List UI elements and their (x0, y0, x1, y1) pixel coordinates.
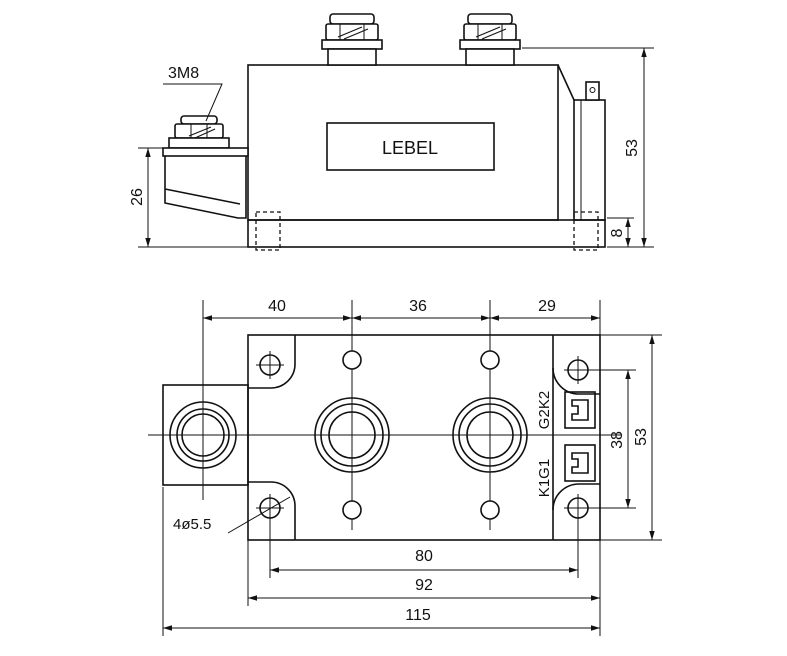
side-view: LEBEL 3M8 53 8 26 (129, 13, 654, 251)
gate-label-lower: K1G1 (536, 459, 553, 497)
dim-hole-spacing-vertical: 38 (609, 431, 626, 449)
main-terminal-1-middle (320, 403, 384, 467)
gate-connector-lower (564, 444, 596, 482)
hole-callout-leader (227, 496, 291, 534)
dim-pitch-3: 29 (538, 298, 556, 315)
main-terminal-2-inner (466, 411, 514, 459)
left-terminal-ring-inner (181, 413, 225, 457)
terminal-block (164, 156, 247, 219)
thread-leader (163, 83, 223, 122)
nut-cap (329, 13, 375, 25)
dim-hole-spacing-horizontal: 80 (415, 548, 433, 565)
screw-hole (480, 500, 500, 520)
gate-pin-hole (589, 87, 596, 93)
screw-hole (342, 500, 362, 520)
main-terminal-1-outer (314, 397, 390, 473)
nut-hatch (475, 26, 501, 38)
dim-base-height: 8 (609, 228, 626, 237)
main-terminal-1-inner (328, 411, 376, 459)
screw-hole (480, 350, 500, 370)
label-plate-text: LEBEL (382, 138, 438, 158)
nut-hex (325, 23, 379, 41)
dim-width: 53 (633, 428, 650, 446)
left-terminal-ring-middle (176, 408, 230, 462)
housing-ear-top-left (248, 335, 296, 389)
left-terminal (162, 115, 249, 219)
nut-hatch (194, 128, 216, 139)
terminal-flange (162, 147, 249, 157)
gate-pin (585, 81, 600, 101)
label-plate (326, 122, 495, 171)
terminal-stem (465, 48, 515, 66)
left-terminal-block (162, 384, 249, 486)
main-terminal-2-outer (452, 397, 528, 473)
gate-housing-slope (557, 64, 575, 101)
mounting-plate (247, 334, 601, 541)
nut-hatch (337, 26, 363, 38)
screw-hole (342, 350, 362, 370)
terminal-slant-line (164, 188, 241, 205)
main-terminal-2-middle (458, 403, 522, 467)
nut-hex (463, 23, 517, 41)
mounting-bolt-hidden-left (255, 211, 281, 251)
nut-washer (321, 39, 383, 50)
dim-total-height: 53 (624, 139, 641, 157)
nut-hatch (188, 126, 212, 137)
housing-ear-bottom-left (248, 481, 296, 540)
left-terminal-ring-outer (169, 401, 237, 469)
terminal-stem (327, 48, 377, 66)
thread-label: 3M8 (168, 65, 199, 82)
housing-ear-top-right (552, 367, 600, 395)
mounting-bolt-hidden-right (573, 211, 599, 251)
nut-cap (180, 115, 218, 125)
dim-plate-length: 92 (415, 577, 433, 594)
dim-pitch-1: 40 (268, 298, 286, 315)
terminal-nut-2 (459, 13, 521, 66)
nut-hatch (343, 28, 369, 40)
hole-callout: 4ø5.5 (173, 516, 211, 533)
nut-washer (168, 137, 230, 149)
terminal-nut-1 (321, 13, 383, 66)
nut-washer (459, 39, 521, 50)
dim-terminal-height: 26 (129, 188, 146, 206)
base-plate (247, 219, 606, 248)
gate-housing (573, 99, 606, 221)
nut-cap (467, 13, 513, 25)
gate-label-upper: G2K2 (536, 391, 553, 429)
gate-connector-upper-socket (571, 399, 589, 421)
dim-total-length: 115 (405, 607, 431, 624)
plan-view: G2K2 K1G1 40 36 29 53 38 4ø5.5 80 92 115 (148, 298, 662, 636)
dim-pitch-2: 36 (409, 298, 427, 315)
nut-hatch (481, 28, 507, 40)
housing-ear-bottom-right (552, 483, 600, 511)
gate-connector-upper (564, 391, 596, 429)
gate-connector-lower-socket (571, 452, 589, 474)
